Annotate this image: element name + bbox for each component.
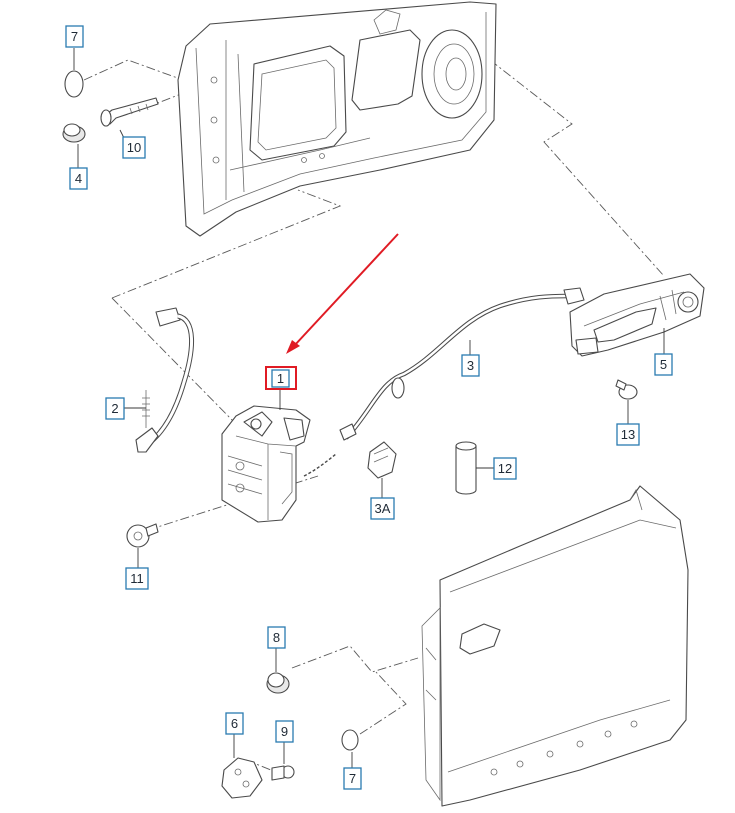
- callout-label: 7: [71, 29, 78, 44]
- callout-3: 3: [461, 354, 480, 377]
- callout-12: 12: [493, 457, 517, 480]
- callout-6: 6: [225, 712, 244, 735]
- callout-2: 2: [105, 397, 125, 420]
- callout-1-highlighted: 1: [265, 366, 297, 390]
- screw-part-11: [126, 523, 159, 548]
- callout-label: 9: [281, 724, 288, 739]
- callout-label: 12: [498, 461, 512, 476]
- callout-label: 13: [621, 427, 635, 442]
- o-ring-bottom: [341, 729, 359, 751]
- callout-label: 3: [467, 358, 474, 373]
- callout-label: 10: [127, 140, 141, 155]
- callout-label: 8: [273, 630, 280, 645]
- screw-part-13: [615, 379, 638, 400]
- door-lock-part: [221, 405, 337, 523]
- callout-3a: 3A: [370, 497, 395, 520]
- latch-cable-part: [135, 307, 194, 453]
- cylinder-part-12: [455, 441, 477, 495]
- outer-handle-part: [569, 273, 705, 357]
- callout-label: 1: [277, 371, 284, 386]
- bolt-part: [100, 97, 159, 127]
- screw-part-9: [271, 765, 295, 781]
- callout-13: 13: [616, 423, 640, 446]
- bowden-cable-part: [339, 287, 585, 441]
- grommet-part: [62, 123, 86, 143]
- callout-label: 3A: [375, 501, 391, 516]
- callout-11: 11: [125, 567, 149, 590]
- door-inner-panel: [177, 1, 497, 237]
- callout-label: 5: [660, 357, 667, 372]
- callout-10: 10: [122, 136, 146, 159]
- callout-7-top: 7: [65, 25, 84, 48]
- callout-9: 9: [275, 720, 294, 743]
- callout-4: 4: [69, 167, 88, 190]
- callout-7-bottom: 7: [343, 767, 362, 790]
- callout-8: 8: [267, 626, 286, 649]
- o-ring-top: [64, 70, 84, 98]
- callout-label: 2: [111, 401, 118, 416]
- plug-part-8: [266, 672, 290, 694]
- callout-label: 11: [130, 571, 144, 586]
- callout-label: 4: [75, 171, 82, 186]
- red-indicator-arrow: [286, 233, 399, 354]
- striker-plate-part-6: [221, 757, 263, 799]
- door-outer-panel: [421, 485, 689, 807]
- callout-label: 7: [349, 771, 356, 786]
- callout-label: 6: [231, 716, 238, 731]
- callout-5: 5: [654, 353, 673, 376]
- clip-part-3a: [367, 441, 397, 479]
